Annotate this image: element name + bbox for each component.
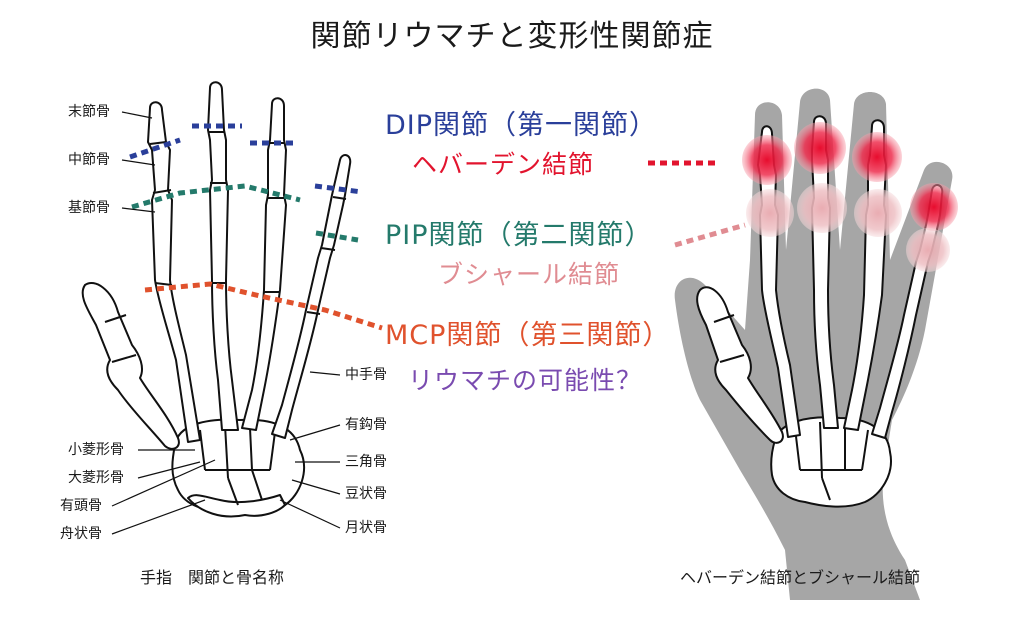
- lunate-label: 月状骨: [345, 520, 387, 536]
- mcp-joint-label: MCP関節（第三関節）: [385, 320, 671, 351]
- distal-phalanx-label: 末節骨: [68, 104, 110, 120]
- heberden-nodes: [742, 122, 958, 231]
- dip-joint-label: DIP関節（第一関節）: [385, 110, 658, 141]
- little-finger-bones: [271, 154, 352, 439]
- bouchard-node-middle: [797, 183, 847, 233]
- bouchard-node-label: ブシャール結節: [438, 260, 621, 289]
- capitate-label: 有頭骨: [60, 498, 102, 514]
- dip-line-little: [314, 183, 363, 195]
- middle-finger-bones: [207, 81, 239, 431]
- left-figure-caption: 手指 関節と骨名称: [140, 568, 285, 587]
- bouchard-connector: [674, 222, 746, 248]
- bouchard-node-ring: [854, 189, 902, 237]
- proximal-phalanx-label: 基節骨: [68, 200, 110, 216]
- bouchard-node-index: [746, 189, 794, 237]
- carpal-bones-lower: [187, 494, 286, 518]
- pip-line: [131, 183, 301, 210]
- trapezoid-label: 小菱形骨: [68, 442, 124, 458]
- heberden-node-index: [742, 135, 792, 185]
- trapezium-label: 大菱形骨: [68, 470, 124, 486]
- right-figure-caption: ヘバーデン結節とブシャール結節: [680, 568, 921, 587]
- bouchard-nodes: [746, 183, 950, 272]
- diagram-title: 関節リウマチと変形性関節症: [310, 19, 714, 54]
- rheumatism-possibility-label: リウマチの可能性？: [408, 366, 643, 395]
- index-finger-bones: [147, 101, 201, 443]
- heberden-node-middle: [794, 122, 846, 174]
- bouchard-node-little: [906, 228, 950, 272]
- heberden-node-ring: [852, 132, 902, 182]
- triquetrum-label: 三角骨: [345, 454, 387, 470]
- r-carpal-bones: [770, 416, 892, 508]
- scaphoid-label: 舟状骨: [60, 526, 102, 542]
- hamate-label: 有鈎骨: [345, 417, 387, 433]
- heberden-node-little: [910, 183, 958, 231]
- pisiform-label: 豆状骨: [345, 486, 387, 502]
- ring-finger-bones: [241, 97, 287, 431]
- heberden-node-label: ヘバーデン結節: [412, 150, 595, 179]
- r-thumb-bones: [696, 286, 784, 444]
- metacarpal-label: 中手骨: [345, 367, 387, 383]
- middle-phalanx-label: 中節骨: [68, 152, 110, 168]
- dip-line-index: [129, 137, 181, 160]
- thumb-bones: [81, 282, 180, 450]
- pip-joint-label: PIP関節（第二関節）: [385, 220, 653, 251]
